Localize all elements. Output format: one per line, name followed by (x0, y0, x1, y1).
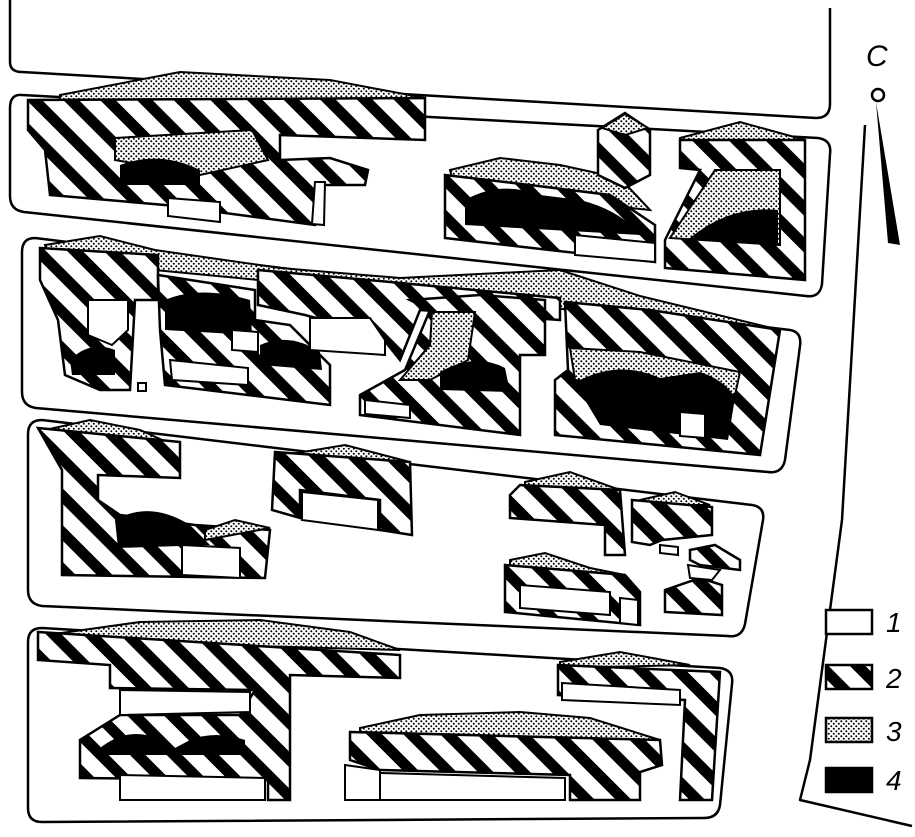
right-road-line (798, 124, 913, 828)
block-4 (26, 618, 734, 824)
north-arrow: C (866, 40, 900, 245)
legend-label-1: 1 (886, 607, 902, 638)
block-4-outline (26, 626, 734, 824)
block-3-outline (26, 418, 765, 638)
building-3d (630, 498, 714, 547)
building-2c (256, 268, 562, 363)
north-arrow-icon (876, 102, 900, 245)
block-3 (26, 418, 765, 638)
block-2-outline (20, 236, 802, 474)
legend-swatch-4 (824, 766, 874, 794)
top-boundary-line (8, 0, 832, 120)
legend-swatch-3 (824, 716, 874, 744)
building-3c (508, 483, 627, 557)
north-label: C (866, 40, 888, 73)
legend-label-2: 2 (885, 663, 902, 694)
legend-swatch-1 (824, 608, 874, 636)
building-3e (688, 543, 742, 572)
building-3g (663, 576, 724, 617)
block-1 (8, 70, 832, 298)
legend-label-4: 4 (886, 765, 902, 796)
block-2 (20, 234, 802, 474)
legend-swatch-2 (824, 663, 874, 691)
building-4b (348, 730, 664, 802)
building-4a (36, 630, 402, 802)
legend-label-3: 3 (886, 716, 902, 747)
building-3b (270, 450, 414, 537)
block-1-outline (8, 93, 832, 298)
legend: 1 2 3 4 (824, 607, 902, 796)
